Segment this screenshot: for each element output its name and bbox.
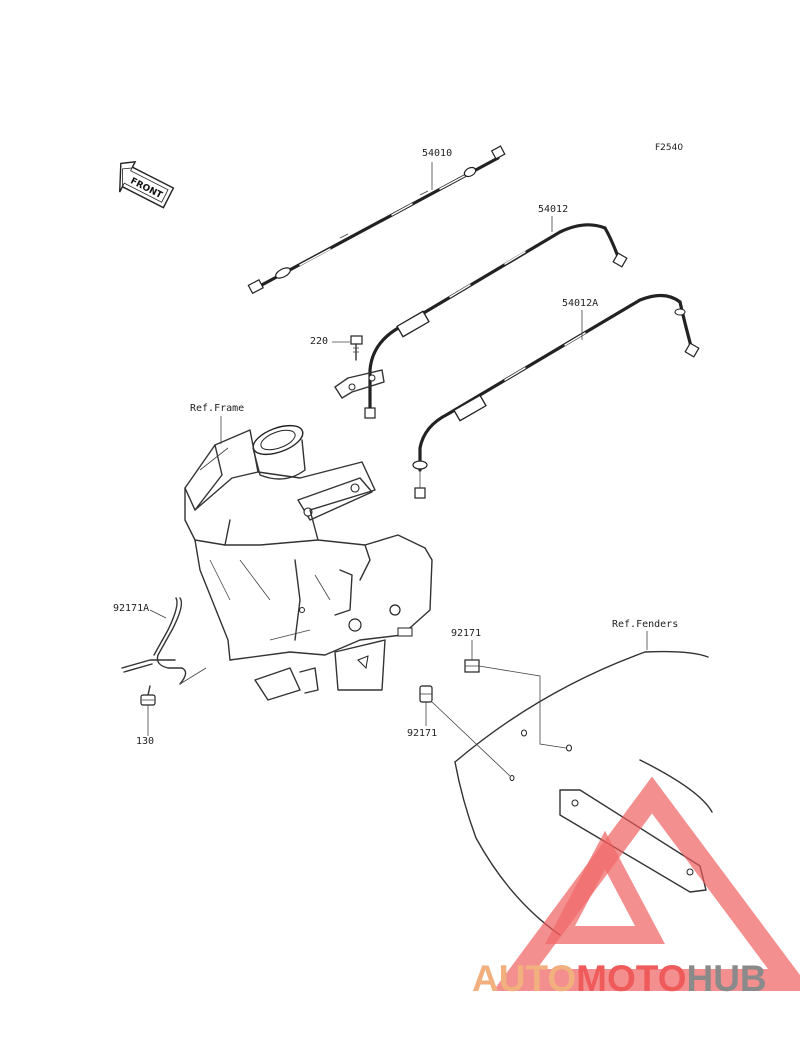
leader-lines [147,162,648,777]
watermark-logo [493,776,800,991]
label-ref-frame: Ref.Frame [190,403,245,414]
watermark-part-moto: MOTO [576,958,687,999]
label-92171a: 92171A [113,603,150,614]
cable-54012 [364,223,628,419]
label-54012a: 54012A [562,298,599,309]
label-92171-lower: 92171 [407,728,438,739]
watermark-text: AUTOMOTOHUB [472,958,767,1000]
cable-bracket [334,369,385,399]
label-130: 130 [136,736,155,747]
clamp-92171a [121,597,187,685]
figure-code: F2540 [655,143,684,153]
label-54012: 54012 [538,204,569,215]
label-220: 220 [310,336,329,347]
label-ref-fenders: Ref.Fenders [612,619,679,630]
cable-54012a [412,293,700,499]
clamp-92171-upper [464,659,480,673]
bolt-220 [350,335,363,361]
cable-54010 [247,145,506,295]
clamp-92171-lower [419,685,433,703]
watermark-part-auto: AUTO [472,958,577,999]
watermark-part-hub: HUB [686,958,767,999]
label-92171-upper: 92171 [451,628,482,639]
fender-drawing [454,650,713,936]
front-arrow-icon: FRONT [118,160,175,209]
label-54010: 54010 [422,148,453,159]
bolt-130 [140,685,156,706]
frame-drawing [184,424,433,701]
